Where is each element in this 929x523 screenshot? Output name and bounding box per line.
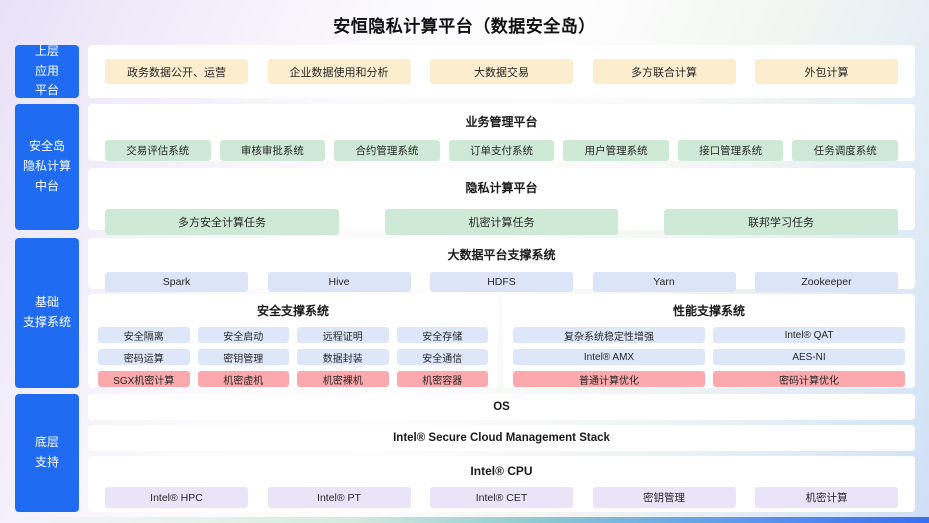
tech-block: Hive bbox=[267, 272, 411, 292]
app-block: 企业数据使用和分析 bbox=[267, 59, 411, 84]
panel-title: 性能支撑系统 bbox=[672, 304, 745, 318]
confidential-block: 机密裸机 bbox=[297, 371, 389, 387]
confidential-block: 机密虚机 bbox=[197, 371, 289, 387]
panel-title: 业务管理平台 bbox=[465, 115, 538, 129]
panel-app-layer: 政务数据公开、运营 企业数据使用和分析 大数据交易 多方联合计算 外包计算 bbox=[88, 45, 915, 98]
task-block: 多方安全计算任务 bbox=[105, 209, 339, 235]
app-block: 大数据交易 bbox=[430, 59, 573, 84]
cpu-feature-block: Intel® PT bbox=[267, 487, 411, 508]
bottom-gradient-strip bbox=[0, 517, 929, 523]
tech-block: Spark bbox=[105, 272, 248, 292]
sidebar-label: 上层 应用 平台 bbox=[34, 43, 59, 98]
module-block: 任务调度系统 bbox=[792, 140, 899, 161]
performance-block: Intel® QAT bbox=[713, 327, 905, 343]
optimization-block: 普通计算优化 bbox=[513, 371, 705, 387]
app-block: 外包计算 bbox=[755, 59, 898, 84]
task-block: 机密计算任务 bbox=[384, 209, 619, 235]
security-block: 安全通信 bbox=[396, 349, 488, 365]
confidential-block: 机密容器 bbox=[396, 371, 488, 387]
sidebar-label: 底层 支持 bbox=[34, 435, 59, 469]
security-block: 安全启动 bbox=[197, 327, 289, 343]
sidebar-item-bottom-support: 底层 支持 bbox=[15, 394, 79, 512]
panel-title: 安全支撑系统 bbox=[256, 304, 329, 318]
tech-block: Yarn bbox=[592, 272, 736, 292]
panel-os: OS bbox=[88, 394, 915, 420]
panel-bigdata-support: 大数据平台支撑系统 Spark Hive HDFS Yarn Zookeeper bbox=[88, 238, 915, 292]
panel-title: Intel® CPU bbox=[470, 464, 533, 478]
panel-cpu: Intel® CPU Intel® HPC Intel® PT Intel® C… bbox=[88, 456, 915, 512]
module-block: 订单支付系统 bbox=[448, 140, 555, 161]
page-title: 安恒隐私计算平台（数据安全岛） bbox=[333, 17, 596, 36]
module-block: 审核审批系统 bbox=[219, 140, 326, 161]
app-block: 多方联合计算 bbox=[592, 59, 736, 84]
sidebar-item-app-layer: 上层 应用 平台 bbox=[15, 43, 79, 98]
confidential-block: SGX机密计算 bbox=[98, 371, 190, 387]
cpu-feature-block: Intel® CET bbox=[430, 487, 573, 508]
os-label: OS bbox=[493, 401, 510, 413]
panel-title: 大数据平台支撑系统 bbox=[447, 248, 556, 262]
module-block: 接口管理系统 bbox=[677, 140, 784, 161]
security-block: 安全隔离 bbox=[98, 327, 190, 343]
security-block: 密钥管理 bbox=[197, 349, 289, 365]
stack-label: Intel® Secure Cloud Management Stack bbox=[393, 432, 610, 444]
performance-block: 复杂系统稳定性增强 bbox=[513, 327, 705, 343]
security-block: 数据封装 bbox=[297, 349, 389, 365]
security-block: 安全存储 bbox=[396, 327, 488, 343]
module-block: 合约管理系统 bbox=[334, 140, 440, 161]
tech-block: Zookeeper bbox=[755, 272, 898, 292]
security-block: 密码运算 bbox=[98, 349, 190, 365]
security-block: 远程证明 bbox=[297, 327, 389, 343]
sidebar-item-privacy-middle-layer: 安全岛 隐私计算 中台 bbox=[15, 104, 79, 230]
sidebar-item-base-support: 基础 支撑系统 bbox=[15, 238, 79, 388]
tech-block: HDFS bbox=[430, 272, 573, 292]
optimization-block: 密码计算优化 bbox=[713, 371, 905, 387]
panel-privacy-platform: 隐私计算平台 多方安全计算任务 机密计算任务 联邦学习任务 bbox=[88, 168, 915, 235]
sidebar-label: 基础 支撑系统 bbox=[22, 295, 71, 329]
module-block: 交易评估系统 bbox=[105, 140, 211, 161]
performance-block: AES-NI bbox=[713, 349, 905, 365]
panel-business-platform: 业务管理平台 交易评估系统 审核审批系统 合约管理系统 订单支付系统 用户管理系… bbox=[88, 104, 915, 161]
performance-block: Intel® AMX bbox=[513, 349, 705, 365]
panel-security-support: 安全支撑系统 安全隔离 安全启动 远程证明 安全存储 密码运算 密钥管理 数据封… bbox=[88, 294, 498, 388]
sidebar-label: 安全岛 隐私计算 中台 bbox=[22, 139, 71, 193]
panel-title: 隐私计算平台 bbox=[465, 181, 538, 195]
panel-performance-support: 性能支撑系统 复杂系统稳定性增强 Intel® QAT Intel® AMX A… bbox=[503, 294, 915, 388]
cpu-feature-block: Intel® HPC bbox=[105, 487, 248, 508]
cpu-feature-block: 密钥管理 bbox=[592, 487, 736, 508]
module-block: 用户管理系统 bbox=[563, 140, 669, 161]
task-block: 联邦学习任务 bbox=[664, 209, 898, 235]
app-block: 政务数据公开、运营 bbox=[105, 59, 248, 84]
cpu-feature-block: 机密计算 bbox=[755, 487, 898, 508]
panel-cloud-stack: Intel® Secure Cloud Management Stack bbox=[88, 425, 915, 451]
